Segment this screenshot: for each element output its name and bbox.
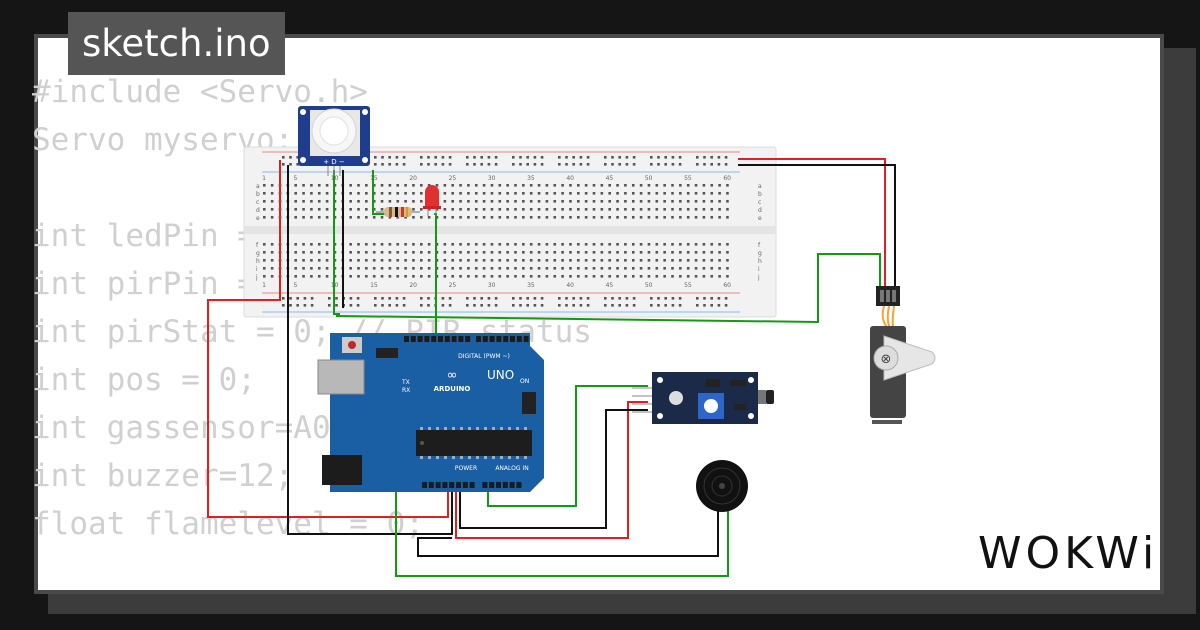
breadboard-column-label: 40 [566,282,574,289]
breadboard-row-label: e [256,215,260,222]
wire-black-buzzer [417,510,719,557]
breadboard-column-label: 50 [645,175,653,182]
breadboard-column-label: 55 [684,175,692,182]
breadboard-row-label: f [256,242,259,249]
code-background: #include <Servo.h>Servo myservo;int ledP… [32,68,592,548]
breadboard-column-label: 45 [606,175,614,182]
breadboard-row-label: a [758,183,762,190]
on-label: ON [520,378,529,385]
pir-pin-labels: + D − [323,158,345,166]
breadboard-column-label: 40 [566,175,574,182]
breadboard-row-label: b [256,191,260,198]
code-line: float flamelevel = 0; [32,506,424,542]
breadboard-column-label: 15 [370,282,378,289]
breadboard-row-label: g [758,250,762,257]
wire-green-pir-out [333,170,340,315]
breadboard-column-label: 20 [409,282,417,289]
breadboard-row-label: a [256,183,260,190]
breadboard[interactable]: 1155101015152020252530303535404045455050… [243,146,777,318]
wire-green-servo-signal [335,253,881,324]
breadboard-row-label: g [256,250,260,257]
code-line: int pos = 0; [32,362,256,398]
breadboard-row-label: h [758,258,762,265]
breadboard-column-label: 30 [488,282,496,289]
breadboard-column-label: 55 [684,282,692,289]
breadboard-row-label: e [758,215,762,222]
tx-label: TX [401,379,410,386]
breadboard-column-label: 30 [488,175,496,182]
arduino-logo-text: ARDUINO [434,385,471,393]
arduino-model: UNO [487,368,514,382]
rx-label: RX [402,387,410,394]
code-line: Servo myservo; [32,122,294,158]
breadboard-row-label: j [757,274,760,281]
code-line: #include <Servo.h> [32,74,368,110]
analog-label: ANALOG IN [495,465,528,472]
wire-red-flame [455,401,648,539]
arduino-infinity-logo: ∞ [447,368,458,383]
flame-sensor-module[interactable] [632,372,774,424]
digital-label: DIGITAL (PWM ~) [458,353,510,360]
file-tab[interactable]: sketch.ino [68,12,285,75]
breadboard-column-label: 60 [723,282,731,289]
wire-green-flame [487,385,648,507]
pir-sensor[interactable]: + D − [298,106,370,176]
breadboard-column-label: 1 [262,282,266,289]
breadboard-row-label: f [758,242,761,249]
power-label: POWER [455,465,477,472]
wire-red-servo [738,158,886,293]
breadboard-row-label: c [256,199,259,206]
breadboard-column-label: 1 [262,175,266,182]
breadboard-row-label: j [255,274,258,281]
breadboard-column-label: 5 [293,175,297,182]
wire-red-pir-power [207,160,449,518]
wire-black-servo [738,164,896,293]
breadboard-column-label: 45 [606,282,614,289]
breadboard-row-label: i [758,266,760,273]
breadboard-row-label: h [256,258,260,265]
code-line: int gassensor=A0; [32,410,350,446]
wire-black-pir-gnd [287,165,453,535]
servo-horn-icon: ⊗ [881,352,892,367]
wokwi-logo: WOKWi [978,528,1159,579]
wire-black-flame [459,409,648,529]
breadboard-row-label: d [256,207,260,214]
breadboard-column-label: 20 [409,175,417,182]
breadboard-row-label: i [256,266,258,273]
breadboard-row-label: c [758,199,761,206]
wire-red-buzzer [418,510,720,558]
resistor[interactable] [376,207,420,217]
breadboard-column-label: 35 [527,282,535,289]
led-red[interactable] [423,185,441,216]
breadboard-row-label: d [758,207,762,214]
arduino-uno[interactable]: DIGITAL (PWM ~) ∞ ARDUINO UNO TX RX ON P… [317,333,544,492]
breadboard-column-label: 50 [645,282,653,289]
breadboard-column-label: 35 [527,175,535,182]
buzzer[interactable] [696,460,748,512]
breadboard-row-label: b [758,191,762,198]
code-line: int buzzer=12; [32,458,294,494]
breadboard-column-label: 25 [449,175,457,182]
breadboard-column-label: 60 [723,175,731,182]
servo-motor[interactable]: ⊗ [870,286,936,424]
breadboard-column-label: 5 [293,282,297,289]
breadboard-column-label: 25 [449,282,457,289]
